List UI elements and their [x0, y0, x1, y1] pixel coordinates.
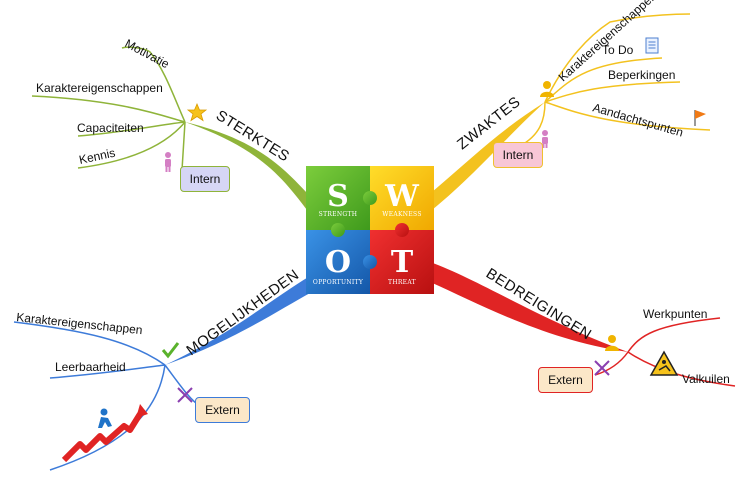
arrows-in-icon	[177, 387, 193, 403]
growth-chart-icon	[61, 404, 148, 463]
swot-puzzle: S STRENGTH W WEAKNESS O OPPORTUNITY T TH…	[306, 166, 434, 294]
person-icon	[165, 152, 171, 172]
arrows-in-icon-threat	[594, 360, 610, 376]
quadrant-label-strength: STRENGTH	[319, 211, 358, 218]
threat-item-werkpunten: Werkpunten	[643, 307, 707, 321]
weakness-branch: ZWAKTES Karaktereigenschappen To Do Bepe…	[432, 0, 711, 210]
opportunity-scope-tag[interactable]: Extern	[195, 397, 250, 423]
opportunity-title: MOGELIJKHEDEN	[183, 266, 302, 359]
user-icon	[540, 81, 554, 97]
strength-item-capaciteiten: Capaciteiten	[77, 121, 144, 135]
quadrant-letter-o: O	[325, 245, 351, 280]
strength-item-kennis: Kennis	[78, 146, 117, 167]
weakness-item-todo: To Do	[602, 43, 634, 57]
weakness-item-beperkingen: Beperkingen	[608, 68, 675, 82]
quadrant-letter-t: T	[391, 245, 414, 280]
document-icon	[645, 37, 659, 54]
strength-item-karaktereigenschappen: Karaktereigenschappen	[36, 81, 163, 95]
quadrant-threat	[370, 230, 434, 294]
opportunity-item-leerbaarheid: Leerbaarheid	[55, 360, 126, 374]
quadrant-label-weakness: WEAKNESS	[382, 211, 422, 218]
flag-icon	[694, 110, 706, 126]
quadrant-opportunity	[306, 230, 370, 294]
strength-item-motivatie: Motivatie	[123, 36, 172, 71]
quadrant-strength	[306, 166, 370, 230]
warning-icon	[649, 350, 679, 376]
weakness-main-connector	[432, 102, 545, 210]
quadrant-weakness	[370, 166, 434, 230]
threat-main-connector	[430, 262, 628, 352]
quadrant-label-threat: THREAT	[388, 279, 416, 286]
opportunity-branch: MOGELIJKHEDEN Karaktereigenschappen Leer…	[13, 266, 312, 471]
strength-branch: STERKTES Motivatie Karaktereigenschappen…	[31, 36, 310, 214]
weakness-scope-tag[interactable]: Intern	[493, 142, 543, 168]
check-icon	[161, 342, 180, 359]
weakness-item-aandachtspunten: Aandachtspunten	[591, 100, 685, 139]
star-icon	[186, 102, 208, 122]
user-icon-threat	[605, 335, 619, 351]
quadrant-label-opportunity: OPPORTUNITY	[313, 279, 364, 286]
quadrant-letter-w: W	[384, 179, 420, 214]
quadrant-letter-s: S	[327, 179, 349, 214]
threat-item-valkuilen: Valkuilen	[682, 372, 730, 386]
opportunity-item-karaktereigenschappen: Karaktereigenschappen	[16, 310, 144, 337]
opportunity-main-connector	[165, 276, 312, 365]
person-icon-weakness	[542, 130, 548, 148]
threat-scope-tag[interactable]: Extern	[538, 367, 593, 393]
strength-scope-tag[interactable]: Intern	[180, 166, 230, 192]
